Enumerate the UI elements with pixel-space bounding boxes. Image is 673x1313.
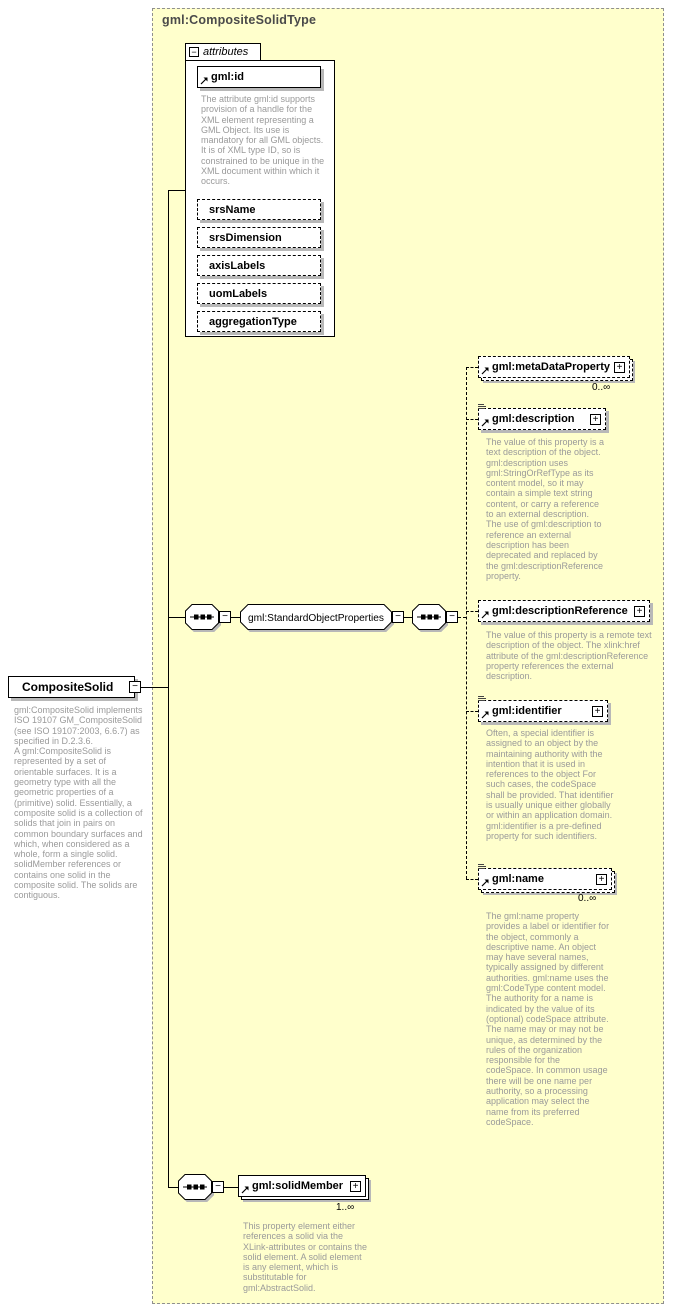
connector-seq2-children — [458, 617, 466, 618]
compositesolid-annotation: gml:CompositeSolid implements ISO 19107 … — [14, 705, 143, 901]
attribute-label: srsName — [209, 203, 256, 216]
stub-description — [466, 419, 478, 420]
element-label: gml:metaDataProperty — [492, 361, 610, 373]
attribute-uomlabels[interactable]: uomLabels — [197, 283, 321, 304]
cardinality-label: 0..∞ — [592, 382, 611, 393]
element-descriptionreference[interactable]: gml:descriptionReference + — [478, 600, 650, 622]
gml-id-annotation: The attribute gml:id supports provision … — [201, 94, 325, 187]
metadataproperty-expand-button[interactable]: + — [614, 361, 625, 373]
attribute-srsdimension[interactable]: srsDimension — [197, 227, 321, 248]
annotation-icon — [478, 696, 486, 702]
reference-arrow-icon — [200, 76, 209, 85]
attributes-collapse-button[interactable]: − — [189, 47, 199, 57]
sequence3-collapse-button[interactable]: − — [212, 1181, 224, 1193]
children-branch-line — [466, 367, 467, 879]
attribute-aggregationtype[interactable]: aggregationType — [197, 311, 321, 332]
reference-arrow-icon — [481, 878, 490, 887]
attribute-label: srsDimension — [209, 231, 282, 244]
attribute-label: gml:id — [211, 71, 244, 83]
attributes-group-label: attributes — [203, 46, 249, 58]
element-label: gml:solidMember — [252, 1180, 344, 1192]
descriptionreference-annotation: The value of this property is a remote t… — [486, 630, 652, 682]
descriptionreference-expand-button[interactable]: + — [634, 605, 645, 617]
sequence-icon[interactable] — [178, 1174, 212, 1200]
stub-name — [466, 879, 478, 880]
element-identifier[interactable]: gml:identifier + — [478, 696, 608, 722]
element-name[interactable]: gml:name + — [478, 864, 612, 890]
element-solidmember[interactable]: gml:solidMember + — [238, 1175, 366, 1197]
attribute-gml-id[interactable]: gml:id — [197, 66, 321, 88]
identifier-annotation: Often, a special identifier is assigned … — [486, 728, 614, 841]
cardinality-label: 1..∞ — [336, 1202, 355, 1213]
connector-group-seq2 — [404, 617, 412, 618]
element-label: gml:descriptionReference — [492, 605, 628, 617]
cardinality-label: 0..∞ — [578, 893, 597, 904]
connector-attributes — [168, 190, 185, 191]
attribute-axislabels[interactable]: axisLabels — [197, 255, 321, 276]
solidmember-expand-button[interactable]: + — [350, 1180, 361, 1192]
sequence2-collapse-button[interactable]: − — [446, 611, 458, 623]
attribute-srsname[interactable]: srsName — [197, 199, 321, 220]
stub-descriptionreference — [466, 611, 478, 612]
attribute-label: uomLabels — [209, 287, 268, 300]
connector-seq1 — [168, 617, 185, 618]
attributes-group-tab: − attributes — [185, 43, 261, 61]
sequence-icon[interactable] — [412, 604, 446, 630]
connector-solidmember — [224, 1187, 238, 1188]
element-label: gml:identifier — [492, 705, 562, 717]
connector-seq3 — [168, 1187, 178, 1188]
compositesolid-collapse-button[interactable]: − — [129, 681, 141, 693]
group-label: gml:StandardObjectProperties — [248, 613, 384, 624]
element-metadataproperty[interactable]: gml:metaDataProperty + — [478, 356, 630, 378]
description-expand-button[interactable]: + — [590, 413, 601, 425]
solidmember-annotation: This property element either references … — [243, 1221, 368, 1293]
reference-arrow-icon — [481, 710, 490, 719]
trunk-line — [168, 190, 169, 1187]
stub-metadataproperty — [466, 367, 478, 368]
annotation-icon — [478, 404, 486, 410]
element-label: CompositeSolid — [22, 680, 114, 694]
group-collapse-button[interactable]: − — [392, 611, 404, 623]
annotation-icon — [478, 864, 486, 870]
attribute-label: axisLabels — [209, 259, 266, 272]
reference-arrow-icon — [481, 366, 490, 375]
group-standardobjectproperties[interactable]: gml:StandardObjectProperties — [240, 604, 392, 630]
identifier-expand-button[interactable]: + — [592, 705, 603, 717]
connector-seq1-group — [231, 617, 240, 618]
name-expand-button[interactable]: + — [596, 873, 607, 885]
element-compositesolid[interactable]: CompositeSolid — [8, 676, 135, 698]
element-description[interactable]: gml:description + — [478, 404, 606, 430]
sequence-icon[interactable] — [185, 604, 219, 630]
name-annotation: The gml:name property provides a label o… — [486, 911, 610, 1127]
reference-arrow-icon — [481, 418, 490, 427]
element-label: gml:description — [492, 413, 575, 425]
description-annotation: The value of this property is a text des… — [486, 437, 605, 581]
stub-identifier — [466, 711, 478, 712]
reference-arrow-icon — [241, 1185, 250, 1194]
attribute-label: aggregationType — [209, 315, 297, 328]
reference-arrow-icon — [481, 610, 490, 619]
sequence1-collapse-button[interactable]: − — [219, 611, 231, 623]
element-label: gml:name — [492, 873, 544, 885]
connector-root — [139, 687, 168, 688]
complex-type-title: gml:CompositeSolidType — [162, 13, 317, 27]
